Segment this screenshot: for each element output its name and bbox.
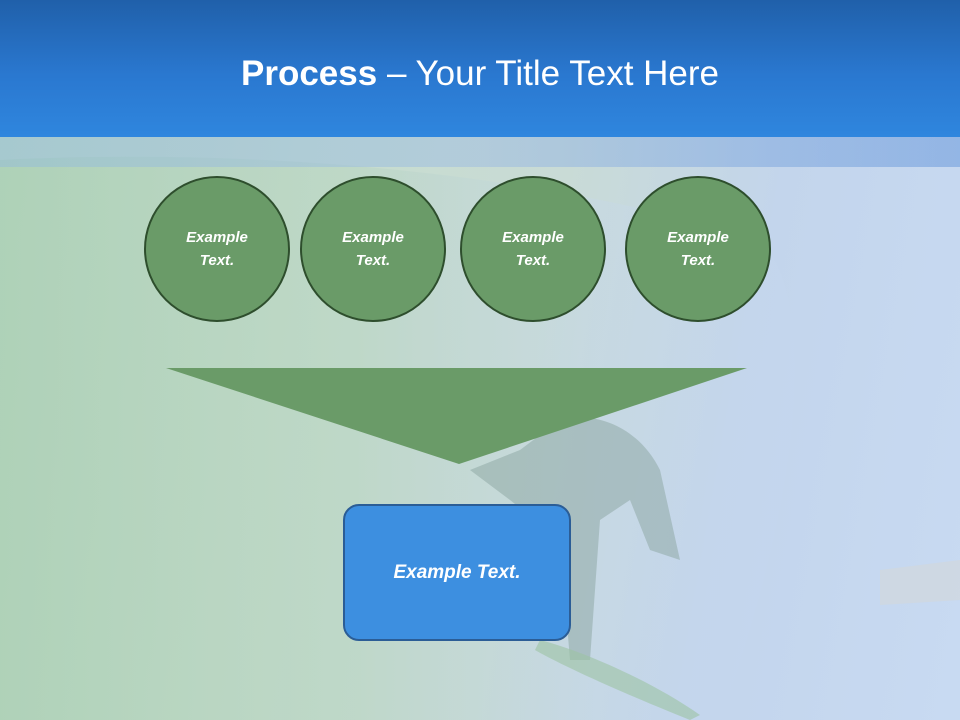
process-step-label: Example Text. (342, 229, 404, 269)
process-step-1: Example Text. (144, 176, 290, 322)
title-bar (0, 0, 960, 137)
process-step-label: Example Text. (667, 229, 729, 269)
funnel-triangle (166, 368, 747, 464)
result-box: Example Text. (343, 504, 571, 641)
process-step-2: Example Text. (300, 176, 446, 322)
process-step-3: Example Text. (460, 176, 606, 322)
result-label: Example Text. (393, 561, 521, 583)
title-rest-part: – Your Title Text Here (377, 54, 719, 93)
header-accent-strip (0, 137, 960, 167)
process-step-label: Example Text. (502, 229, 564, 269)
title-bold-part: Process (241, 54, 378, 93)
process-step-4: Example Text. (625, 176, 771, 322)
slide-title: Process – Your Title Text Here (0, 52, 960, 96)
process-step-label: Example Text. (186, 229, 248, 269)
